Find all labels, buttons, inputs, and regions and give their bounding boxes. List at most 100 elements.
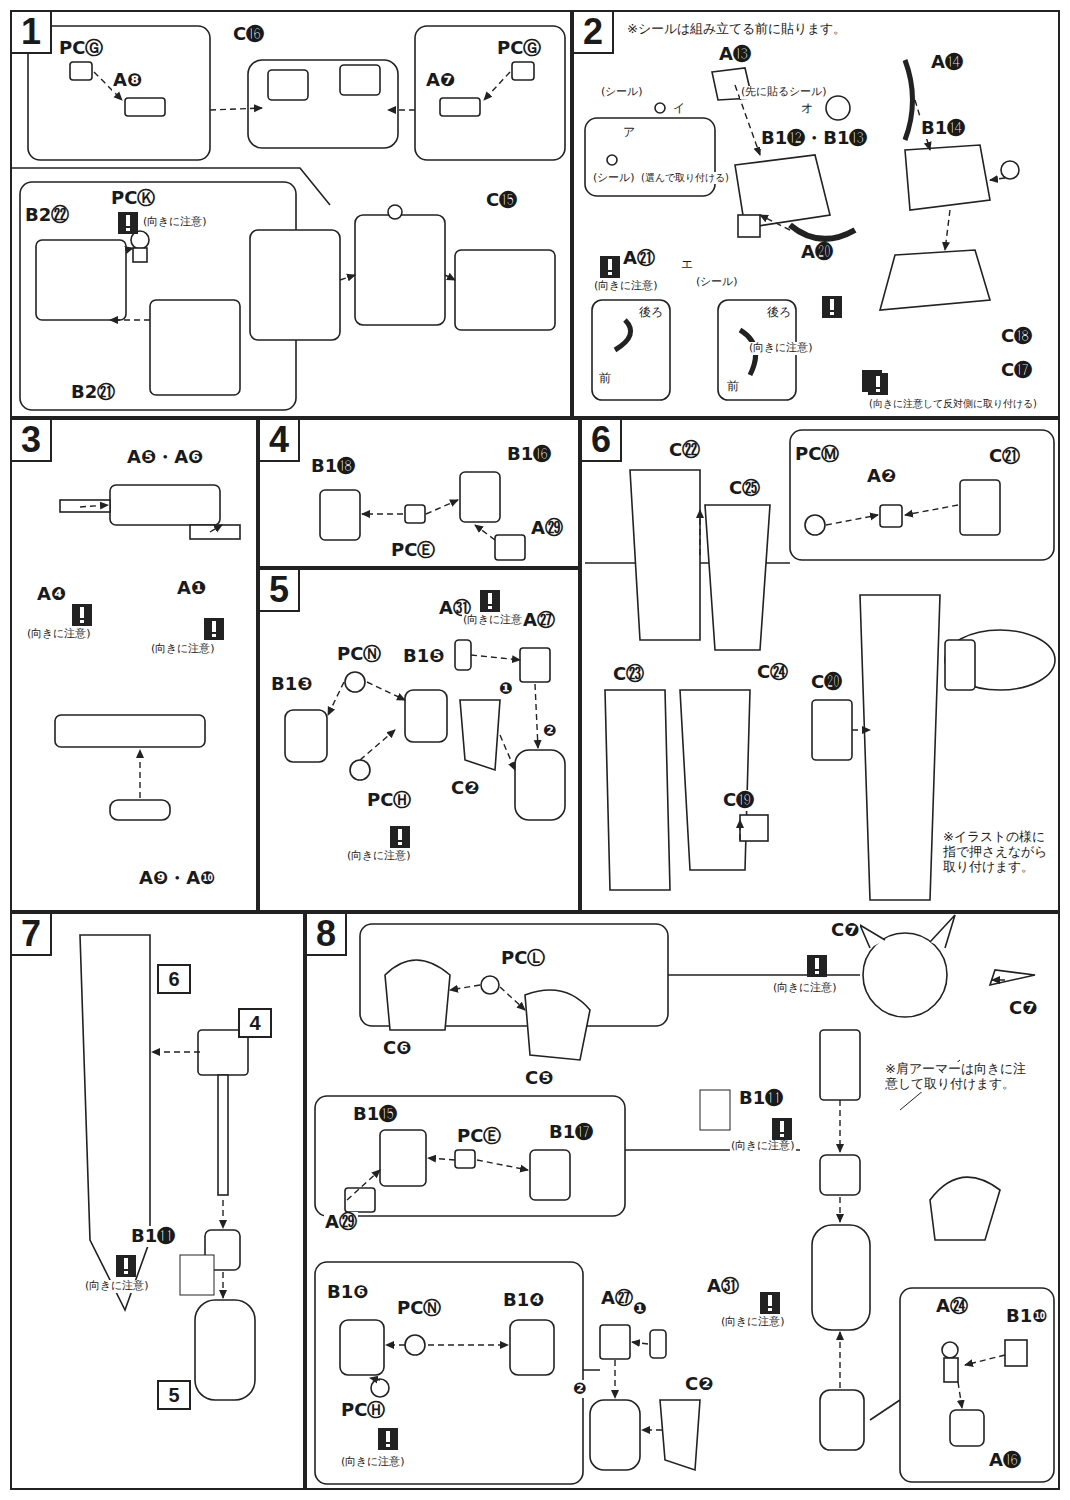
note-text: (シール) bbox=[592, 172, 636, 185]
part-label: A㉑ bbox=[622, 248, 656, 269]
step-reference: 5 bbox=[159, 1382, 189, 1408]
part-label: C❼ bbox=[830, 920, 860, 941]
part-label: A❺・A❻ bbox=[126, 447, 204, 468]
part-label: A⓭ bbox=[718, 44, 752, 65]
part-label: B1❺ bbox=[402, 646, 445, 667]
step-reference-box: 5 bbox=[157, 1380, 191, 1410]
note-text: (選んで取り付ける) bbox=[640, 172, 730, 184]
part-label: PCⒼ bbox=[496, 38, 542, 59]
part-label: C⓰ bbox=[232, 24, 265, 45]
step-number: 5 bbox=[258, 568, 300, 612]
part-label: C⓯ bbox=[485, 190, 518, 211]
part-label: ❶ bbox=[498, 680, 514, 698]
note-text: ※イラストの様に指で押さえながら取り付けます。 bbox=[942, 830, 1056, 875]
part-label: B1⓯ bbox=[352, 1104, 398, 1125]
step-panel: 8 bbox=[305, 912, 1060, 1490]
note-text: (向きに注意して反対側に取り付ける) bbox=[868, 398, 1038, 410]
part-label: A⓴ bbox=[800, 242, 834, 263]
note-text: (向きに注意) bbox=[730, 1140, 796, 1153]
part-label: B1⓫ bbox=[738, 1088, 784, 1109]
part-label: C⓱ bbox=[1000, 360, 1033, 381]
part-label: B1⓮ bbox=[920, 118, 966, 139]
note-text: エ bbox=[680, 258, 694, 272]
step-number: 7 bbox=[10, 912, 52, 956]
part-label: PCⓃ bbox=[336, 644, 382, 665]
step-panel: 1 bbox=[10, 10, 572, 418]
part-label: A❼ bbox=[425, 70, 456, 91]
step-number: 3 bbox=[10, 418, 52, 462]
part-label: PCⒽ bbox=[366, 790, 412, 811]
part-label: C⓲ bbox=[1000, 326, 1033, 347]
step-number: 4 bbox=[258, 418, 300, 462]
part-label: A㉗ bbox=[600, 1288, 634, 1309]
part-label: B1⓲ bbox=[310, 456, 356, 477]
note-text: (シール) bbox=[695, 276, 739, 289]
part-label: C❼ bbox=[1008, 998, 1038, 1019]
part-label: A㉗ bbox=[522, 610, 556, 631]
note-text: (向きに注意) bbox=[748, 342, 814, 355]
part-label: A㉔ bbox=[935, 1296, 969, 1317]
part-label: C㉔ bbox=[756, 662, 789, 683]
part-label: A❽ bbox=[112, 70, 143, 91]
part-label: B1⓱ bbox=[548, 1122, 594, 1143]
part-label: C❻ bbox=[382, 1038, 412, 1059]
note-text: (先に貼るシール) bbox=[740, 86, 828, 99]
part-label: PCⒺ bbox=[390, 540, 436, 561]
part-label: A㉙ bbox=[324, 1212, 358, 1233]
note-text: (向きに注意) bbox=[150, 643, 216, 656]
step-reference-box: 4 bbox=[238, 1008, 272, 1038]
step-reference-box: 6 bbox=[157, 964, 191, 994]
note-text: (向きに注意) bbox=[462, 614, 528, 627]
part-label: B2㉑ bbox=[70, 382, 116, 403]
part-label: B1❻ bbox=[326, 1282, 369, 1303]
note-text: (向きに注意) bbox=[340, 1456, 406, 1469]
note-text: (向きに注意) bbox=[26, 628, 92, 641]
note-text: (向きに注意) bbox=[720, 1316, 786, 1329]
part-label: B1❿ bbox=[1005, 1306, 1048, 1327]
step-panel: 2 bbox=[572, 10, 1060, 418]
note-text: (向きに注意) bbox=[142, 216, 208, 229]
part-label: PCⓃ bbox=[396, 1298, 442, 1319]
note-text: 前 bbox=[598, 372, 612, 386]
part-label: B1⓰ bbox=[506, 444, 552, 465]
part-label: A❹ bbox=[36, 584, 67, 605]
part-label: ❷ bbox=[542, 722, 558, 740]
part-label: C❷ bbox=[450, 778, 480, 799]
note-text: オ bbox=[800, 102, 814, 116]
note-text: ※肩アーマーは向きに注意して取り付けます。 bbox=[884, 1062, 1036, 1092]
note-text: 前 bbox=[726, 380, 740, 394]
step-reference: 6 bbox=[159, 966, 189, 992]
part-label: PCⓀ bbox=[110, 188, 156, 209]
part-label: PCⓁ bbox=[500, 948, 546, 969]
part-label: C❺ bbox=[524, 1068, 554, 1089]
part-label: A⓰ bbox=[988, 1450, 1022, 1471]
step-reference: 4 bbox=[240, 1010, 270, 1036]
part-label: A㉛ bbox=[706, 1276, 740, 1297]
step-number: 2 bbox=[572, 10, 614, 54]
part-label: A❶ bbox=[176, 578, 207, 599]
part-label: B1❹ bbox=[502, 1290, 545, 1311]
part-label: A❾・A❿ bbox=[138, 868, 216, 889]
part-label: PCⒽ bbox=[340, 1400, 386, 1421]
note-text: ※シールは組み立てる前に貼ります。 bbox=[626, 22, 847, 37]
part-label: B2㉒ bbox=[24, 205, 70, 226]
part-label: C⓳ bbox=[722, 790, 755, 811]
note-text: (向きに注意) bbox=[593, 280, 659, 293]
note-text: イ bbox=[672, 102, 686, 116]
note-text: (向きに注意) bbox=[772, 982, 838, 995]
step-panel: 3 bbox=[10, 418, 258, 912]
part-label: PCⓂ bbox=[794, 444, 840, 465]
part-label: PCⒺ bbox=[456, 1126, 502, 1147]
part-label: C㉑ bbox=[988, 446, 1021, 467]
part-label: C❷ bbox=[684, 1374, 714, 1395]
part-label: C㉒ bbox=[668, 440, 701, 461]
part-label: A㉙ bbox=[530, 518, 564, 539]
note-text: 後ろ bbox=[638, 306, 664, 320]
step-number: 6 bbox=[580, 418, 622, 462]
step-panel: 7 6 4 5 bbox=[10, 912, 305, 1490]
part-label: ❷ bbox=[572, 1380, 588, 1398]
note-text: ア bbox=[622, 126, 636, 140]
part-label: A❷ bbox=[866, 466, 897, 487]
